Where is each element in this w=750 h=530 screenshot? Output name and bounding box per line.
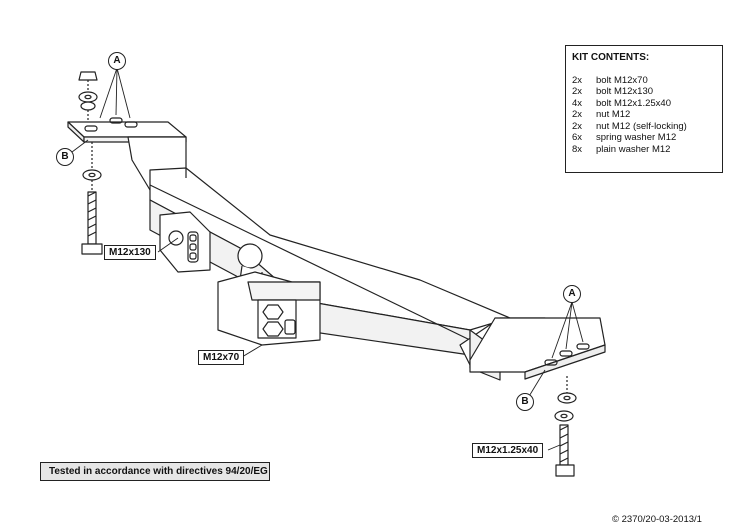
kit-item-desc: bolt M12x70 xyxy=(596,74,648,86)
leader-lines xyxy=(71,67,584,451)
kit-item-qty: 2x xyxy=(572,74,583,86)
kit-item-qty: 4x xyxy=(572,97,583,109)
kit-item-desc: bolt M12x130 xyxy=(596,86,654,97)
right-hardware xyxy=(554,376,577,477)
kit-item: 4x bolt M12x1.25x40 xyxy=(572,98,716,110)
kit-item-qty: 8x xyxy=(572,143,583,155)
ball-mount xyxy=(159,211,321,346)
callout-a-right: A xyxy=(563,285,581,303)
callout-a-left: A xyxy=(108,52,126,70)
bolt-label-m12x70: M12x70 xyxy=(198,350,245,365)
bolt-label-m12x130: M12x130 xyxy=(104,245,156,260)
kit-item: 2x nut M12 (self-locking) xyxy=(572,121,716,133)
kit-item: 2x bolt M12x130 xyxy=(572,86,716,98)
kit-item-desc: nut M12 (self-locking) xyxy=(596,120,687,132)
kit-item-qty: 2x xyxy=(572,109,583,120)
kit-item: 8x plain washer M12 xyxy=(572,144,716,156)
kit-item-desc: nut M12 xyxy=(596,109,631,120)
kit-item-desc: bolt M12x1.25x40 xyxy=(596,97,671,109)
kit-item-desc: plain washer M12 xyxy=(596,143,671,155)
callout-b-left: B xyxy=(56,148,74,166)
kit-contents-title: KIT CONTENTS: xyxy=(572,52,650,63)
kit-item: 6x spring washer M12 xyxy=(572,132,716,144)
kit-item: 2x nut M12 xyxy=(572,109,716,121)
bolt-label-m12x1-25x40: M12x1.25x40 xyxy=(472,443,544,458)
kit-item: 2x bolt M12x70 xyxy=(572,75,716,87)
copyright-text: © 2370/20-03-2013/1 xyxy=(612,514,702,525)
kit-item-qty: 6x xyxy=(572,132,583,143)
kit-item-qty: 2x xyxy=(572,120,583,132)
left-hardware xyxy=(78,71,103,255)
kit-contents-box: KIT CONTENTS: 2x bolt M12x70 2x bolt M12x1… xyxy=(565,45,723,173)
test-directive-note: Tested in accordance with directives 94/… xyxy=(40,462,270,481)
callout-b-right: B xyxy=(516,393,534,411)
kit-item-qty: 2x xyxy=(572,86,583,97)
kit-item-desc: spring washer M12 xyxy=(596,132,677,143)
right-bracket xyxy=(459,317,606,381)
